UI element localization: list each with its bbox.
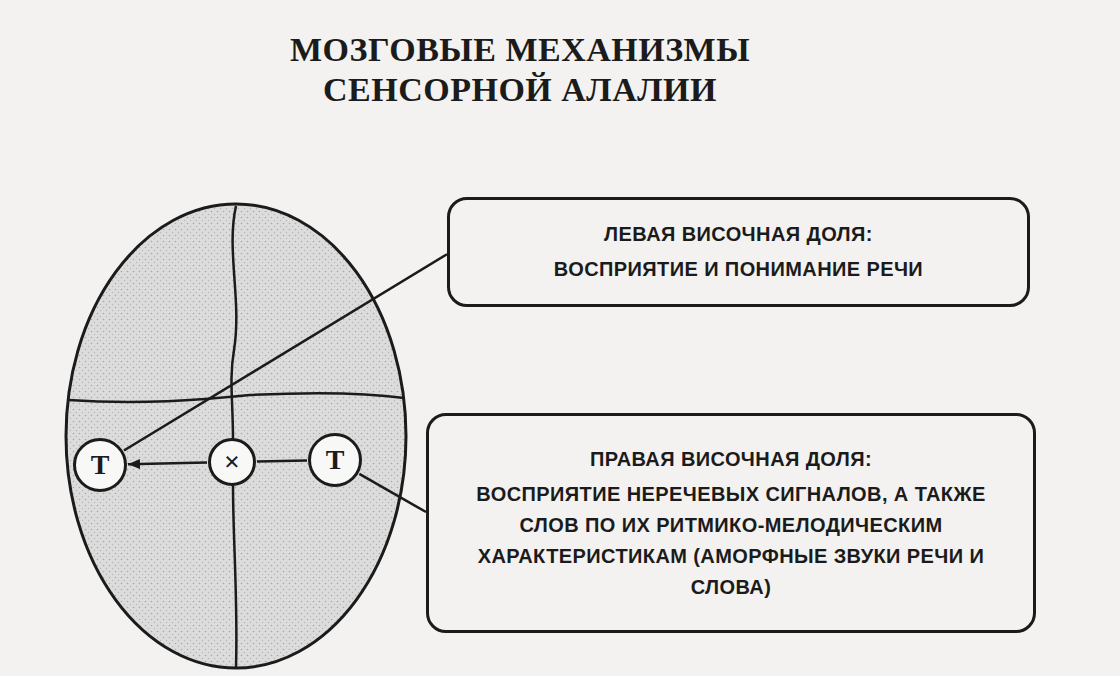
brain-midline [231, 206, 236, 668]
region-box: ЛЕВАЯ ВИСОЧНАЯ ДОЛЯ: ВОСПРИЯТИЕ И ПОНИМАН… [447, 197, 1030, 307]
arrow-connector [128, 463, 207, 465]
brain-outline [66, 204, 406, 668]
box-heading: ЛЕВАЯ ВИСОЧНАЯ ДОЛЯ: [604, 219, 873, 250]
box-body: ВОСПРИЯТИЕ НЕРЕЧЕВЫХ СИГНАЛОВ, А ТАКЖЕ С… [445, 479, 1017, 603]
lateral-fissure [68, 393, 404, 402]
marker-letter: Т [326, 446, 345, 474]
box-body: ВОСПРИЯТИЕ И ПОНИМАНИЕ РЕЧИ [554, 254, 923, 285]
region-box: ПРАВАЯ ВИСОЧНАЯ ДОЛЯ: ВОСПРИЯТИЕ НЕРЕЧЕВЫ… [426, 413, 1036, 633]
leader-line [257, 459, 307, 462]
leader-line [359, 474, 426, 512]
box-heading: ПРАВАЯ ВИСОЧНАЯ ДОЛЯ: [590, 444, 872, 475]
diagram-title: МОЗГОВЫЕ МЕХАНИЗМЫ СЕНСОРНОЙ АЛАЛИИ [265, 30, 775, 110]
leader-line [124, 254, 447, 450]
marker-letter: × [224, 448, 240, 476]
temporal-lobe-marker: Т [308, 433, 362, 487]
marker-letter: Т [91, 451, 110, 479]
cross-marker: × [208, 438, 256, 486]
temporal-lobe-marker: Т [73, 438, 127, 492]
